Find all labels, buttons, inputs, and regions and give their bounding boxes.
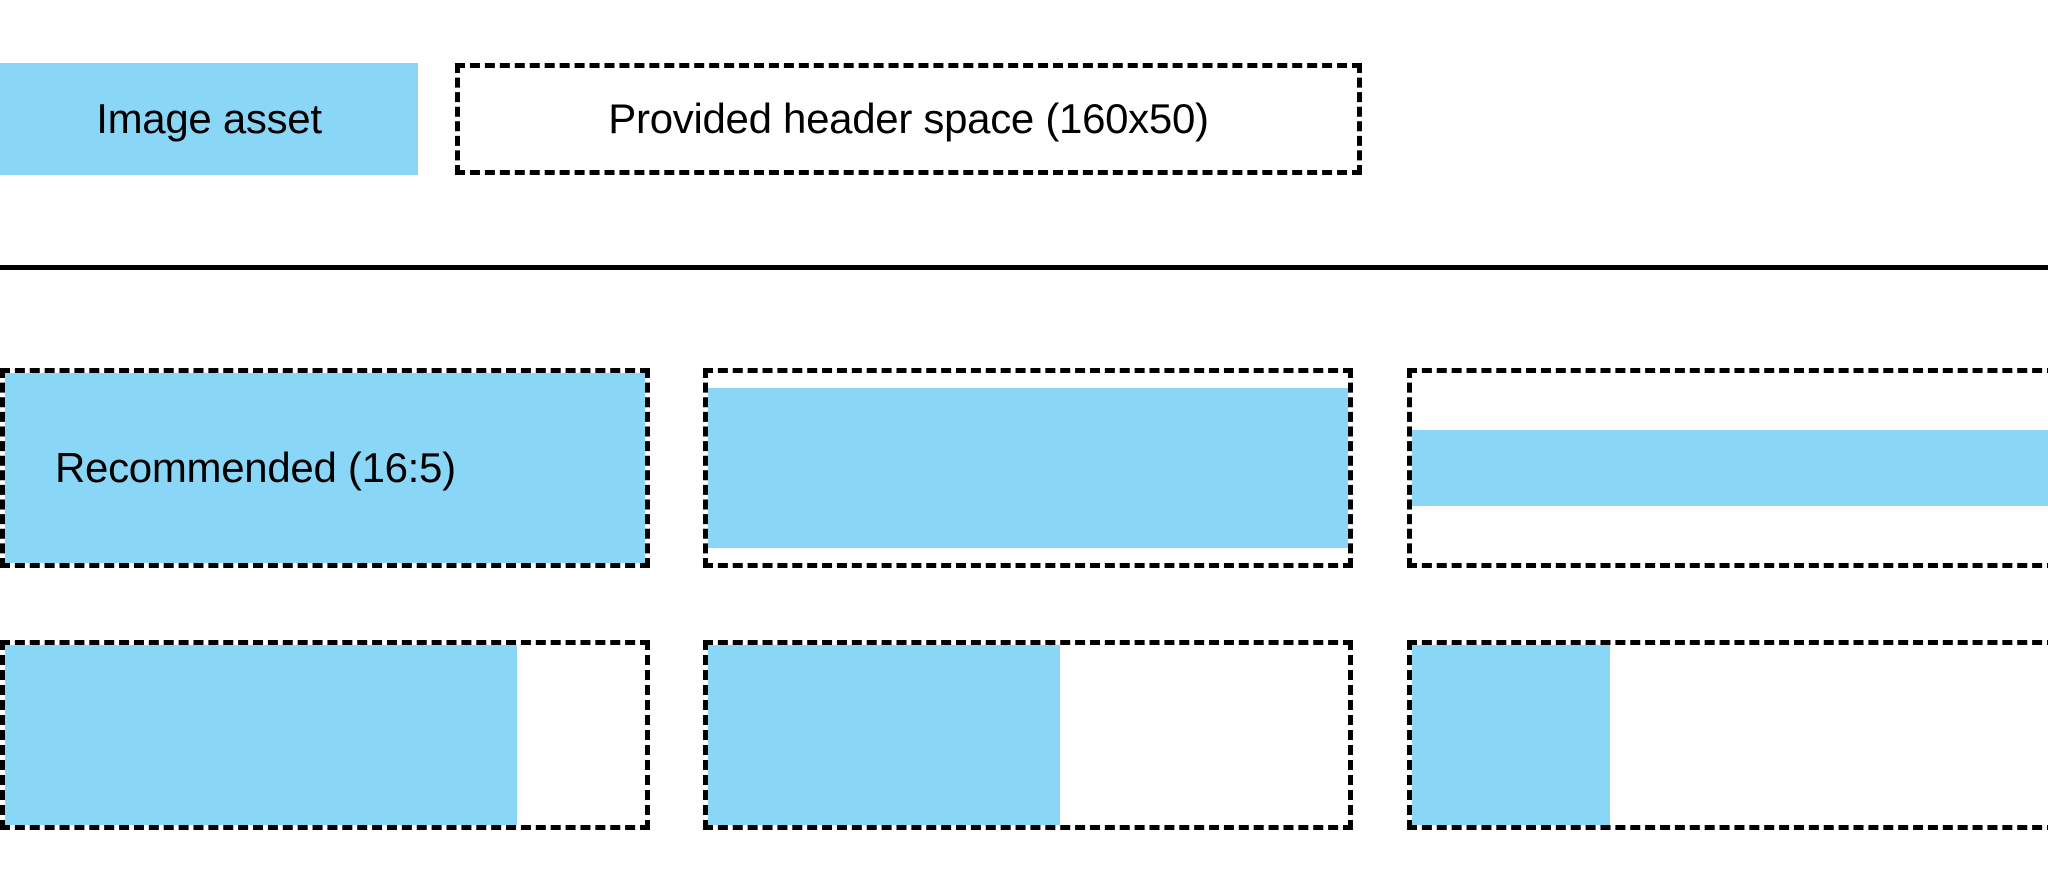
asset-fill: [1412, 430, 2048, 506]
section-divider: [0, 265, 2048, 270]
asset-fill: [708, 645, 1060, 825]
image-asset-label: Image asset: [96, 95, 322, 142]
ratio-cell-recommended-16-5: Recommended (16:5): [0, 368, 650, 568]
asset-fill: [708, 388, 1348, 548]
ratio-grid-row-1: Recommended (16:5): [0, 368, 2048, 568]
provided-header-space-label: Provided header space (160x50): [608, 95, 1209, 142]
asset-fill: [5, 645, 517, 825]
ratio-cell-wide-shorter: [703, 368, 1353, 568]
asset-fill: [5, 373, 645, 563]
provided-header-space-box: Provided header space (160x50): [455, 63, 1362, 175]
asset-fill: [1412, 645, 1611, 825]
header-comparison-row: Image asset Provided header space (160x5…: [0, 63, 2048, 175]
ratio-cell-narrow-80: [0, 640, 650, 830]
ratio-cell-narrow-31: [1407, 640, 2048, 830]
ratio-grid-row-2: [0, 640, 2048, 830]
ratio-cell-wide-shortest: [1407, 368, 2048, 568]
image-asset-swatch: Image asset: [0, 63, 418, 175]
ratio-cell-narrow-55: [703, 640, 1353, 830]
ratio-cell-label: Recommended (16:5): [55, 444, 456, 491]
